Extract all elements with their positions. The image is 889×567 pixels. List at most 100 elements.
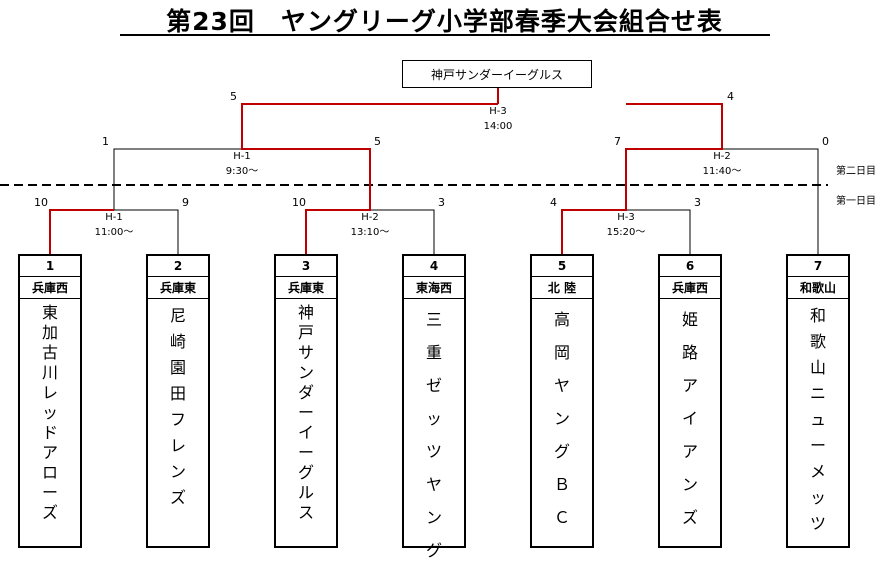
team-seed: 6 <box>660 256 720 277</box>
r1-3-time: 15:20～ <box>606 227 646 238</box>
r1-2-score-left: 10 <box>292 196 306 209</box>
team-name-char: Ｃ <box>553 508 570 527</box>
r1-1-score-right: 9 <box>182 196 189 209</box>
team-card-1: 1 兵庫西 東加古川レッドアローズ <box>18 254 82 548</box>
team-name: 尼崎園田フレンズ <box>148 299 208 548</box>
team-name-char: 和 <box>809 306 826 325</box>
team-region: 兵庫西 <box>20 277 80 299</box>
team-card-6: 6 兵庫西 姫路アイアンズ <box>658 254 722 548</box>
team-name-char: グ <box>553 442 570 461</box>
team-name: 東加古川レッドアローズ <box>20 299 80 548</box>
team-name-char: 山 <box>809 358 826 377</box>
team-name-char: ッ <box>41 403 58 422</box>
semi2-score-right: 0 <box>822 135 829 148</box>
team-name-char: ッ <box>809 488 826 507</box>
team-name-char: ア <box>41 443 58 462</box>
r1-1-time: 11:00～ <box>94 227 134 238</box>
team-name-char: 姫 <box>681 310 698 329</box>
team-name-char: 田 <box>169 384 186 403</box>
team-name-char: 加 <box>41 323 58 342</box>
team-name: 和歌山ニューメッツ <box>788 299 848 548</box>
winning-path <box>49 209 114 254</box>
title-underline <box>120 34 770 36</box>
semi1-score-right: 5 <box>374 135 381 148</box>
team-name-char: 園 <box>169 358 186 377</box>
team-name-char: 尼 <box>169 306 186 325</box>
team-name-char: ー <box>41 483 58 502</box>
team-name-char: 古 <box>41 343 58 362</box>
team-name-char: 東 <box>41 303 58 322</box>
bracket-line <box>722 148 819 254</box>
bracket-line <box>114 209 179 254</box>
semi1-time: 9:30～ <box>225 166 259 177</box>
r1-2-score-right: 3 <box>438 196 445 209</box>
team-name-char: ル <box>297 483 314 502</box>
team-name-char: ー <box>809 436 826 455</box>
team-name-char: メ <box>809 462 826 481</box>
team-name-char: 戸 <box>297 323 314 342</box>
team-name-char: ン <box>681 475 698 494</box>
team-name-char: ド <box>41 423 58 442</box>
semi2-score-left: 7 <box>614 135 621 148</box>
team-card-2: 2 兵庫東 尼崎園田フレンズ <box>146 254 210 548</box>
r1-3-code: H-3 <box>617 212 635 223</box>
team-name-char: 歌 <box>809 332 826 351</box>
winning-path <box>241 103 498 254</box>
team-name-char: 重 <box>425 343 442 362</box>
team-region: 兵庫東 <box>148 277 208 299</box>
team-name-char: ヤ <box>553 376 570 395</box>
team-region: 兵庫東 <box>276 277 336 299</box>
team-seed: 4 <box>404 256 464 277</box>
r1-2-code: H-2 <box>361 212 379 223</box>
team-name-char: ニ <box>809 384 826 403</box>
team-seed: 1 <box>20 256 80 277</box>
team-name-char: ン <box>297 363 314 382</box>
team-name-char: ロ <box>41 463 58 482</box>
bracket-line <box>626 209 691 254</box>
team-name-char: 崎 <box>169 332 186 351</box>
team-name-char: 三 <box>425 310 442 329</box>
team-region: 北 陸 <box>532 277 592 299</box>
team-name-char: 高 <box>553 310 570 329</box>
team-name-char: ン <box>169 462 186 481</box>
team-name-char: イ <box>681 409 698 428</box>
team-seed: 5 <box>532 256 592 277</box>
team-name-char: ツ <box>809 514 826 533</box>
final-score-left: 5 <box>230 90 237 103</box>
team-name-char: 川 <box>41 363 58 382</box>
team-region: 東海西 <box>404 277 464 299</box>
team-name-char: レ <box>169 436 186 455</box>
team-name-char: グ <box>297 463 314 482</box>
team-name-char: ッ <box>425 409 442 428</box>
team-card-4: 4 東海西 三重ゼッツヤング <box>402 254 466 560</box>
team-name-char: 路 <box>681 343 698 362</box>
team-name-char: Ｂ <box>553 475 570 494</box>
team-name-char: ズ <box>681 508 698 527</box>
team-name-char: ュ <box>809 410 826 429</box>
winning-path <box>561 103 723 254</box>
team-region: 兵庫西 <box>660 277 720 299</box>
semi2-code: H-2 <box>713 151 731 162</box>
r1-1-code: H-1 <box>105 212 123 223</box>
team-name-char: ー <box>297 403 314 422</box>
team-name-char: 神 <box>297 303 314 322</box>
r1-3-score-left: 4 <box>550 196 557 209</box>
team-card-3: 3 兵庫東 神戸サンダーイーグルス <box>274 254 338 548</box>
team-name-char: ス <box>297 503 314 522</box>
semi2-time: 11:40～ <box>702 166 742 177</box>
team-name-char: ン <box>425 508 442 527</box>
team-name: 三重ゼッツヤング <box>404 299 464 560</box>
champion-box: 神戸サンダーイーグルス <box>402 60 592 88</box>
team-name-char: ン <box>553 409 570 428</box>
team-name-char: ズ <box>169 488 186 507</box>
team-name-char: ヤ <box>425 475 442 494</box>
page-title: 第23回 ヤングリーグ小学部春季大会組合せ表 <box>166 7 723 36</box>
team-name-char: ア <box>681 442 698 461</box>
final-time: 14:00 <box>483 121 513 132</box>
team-name-char: ツ <box>425 442 442 461</box>
bracket-line <box>370 209 435 254</box>
team-region: 和歌山 <box>788 277 848 299</box>
team-name-char: サ <box>297 343 314 362</box>
